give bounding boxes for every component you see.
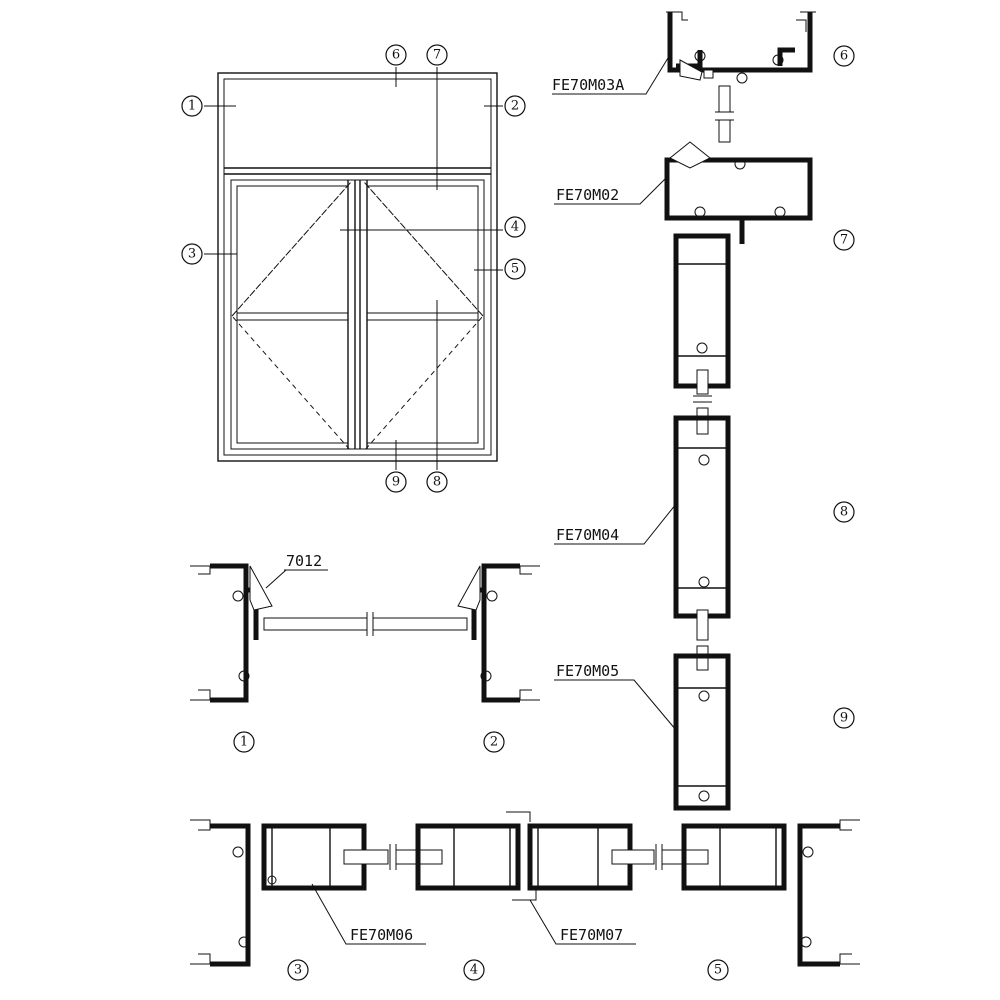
svg-text:7: 7 [433,48,441,63]
label-fe70m06: FE70M06 [350,926,413,944]
right-sash-glass [366,185,479,444]
label-fe70m02: FE70M02 [556,186,619,204]
callout-w2: 2 [504,95,526,117]
label-fe70m03a: FE70M03A [552,76,624,94]
svg-text:9: 9 [840,711,848,726]
svg-text:8: 8 [433,475,441,490]
svg-text:1: 1 [188,99,196,114]
callout-w9: 9 [385,471,407,493]
svg-text:5: 5 [714,963,722,978]
outer-frame [217,72,498,462]
label-fe70m05: FE70M05 [556,662,619,680]
svg-text:4: 4 [511,220,519,235]
svg-text:8: 8 [840,505,848,520]
svg-text:1: 1 [240,735,248,750]
callout-w7: 7 [426,44,448,66]
svg-text:3: 3 [294,963,302,978]
svg-text:5: 5 [511,262,519,277]
sash-frame [230,179,485,450]
callout-w3: 3 [181,243,203,265]
left-sash-glass [236,185,349,444]
svg-text:6: 6 [840,49,848,64]
callout-h3: 3 [287,959,309,981]
svg-text:4: 4 [470,963,478,978]
svg-text:3: 3 [188,247,196,262]
left-opening-indicator [231,181,352,452]
callout-h2: 2 [483,731,505,753]
window-elevation [204,67,503,470]
label-fe70m04: FE70M04 [556,526,619,544]
callout-v9: 9 [833,707,855,729]
svg-text:9: 9 [392,475,400,490]
svg-text:2: 2 [490,735,498,750]
callout-w8: 8 [426,471,448,493]
callout-v6: 6 [833,45,855,67]
callout-v8: 8 [833,501,855,523]
callout-h4: 4 [463,959,485,981]
vertical-section [664,11,816,811]
right-opening-indicator [363,181,484,452]
label-fe70m07: FE70M07 [560,926,623,944]
svg-text:6: 6 [392,48,400,63]
callout-h5: 5 [707,959,729,981]
callout-w6: 6 [385,44,407,66]
svg-text:2: 2 [511,99,519,114]
callout-v7: 7 [833,229,855,251]
inner-frame [223,78,492,456]
horizontal-section-3-4-5 [190,811,860,967]
callout-w5: 5 [504,258,526,280]
callout-w4: 4 [504,216,526,238]
callout-h1: 1 [233,731,255,753]
svg-text:7: 7 [840,233,848,248]
callout-w1: 1 [181,95,203,117]
horizontal-section-1-2 [190,563,540,703]
label-7012: 7012 [286,552,322,570]
